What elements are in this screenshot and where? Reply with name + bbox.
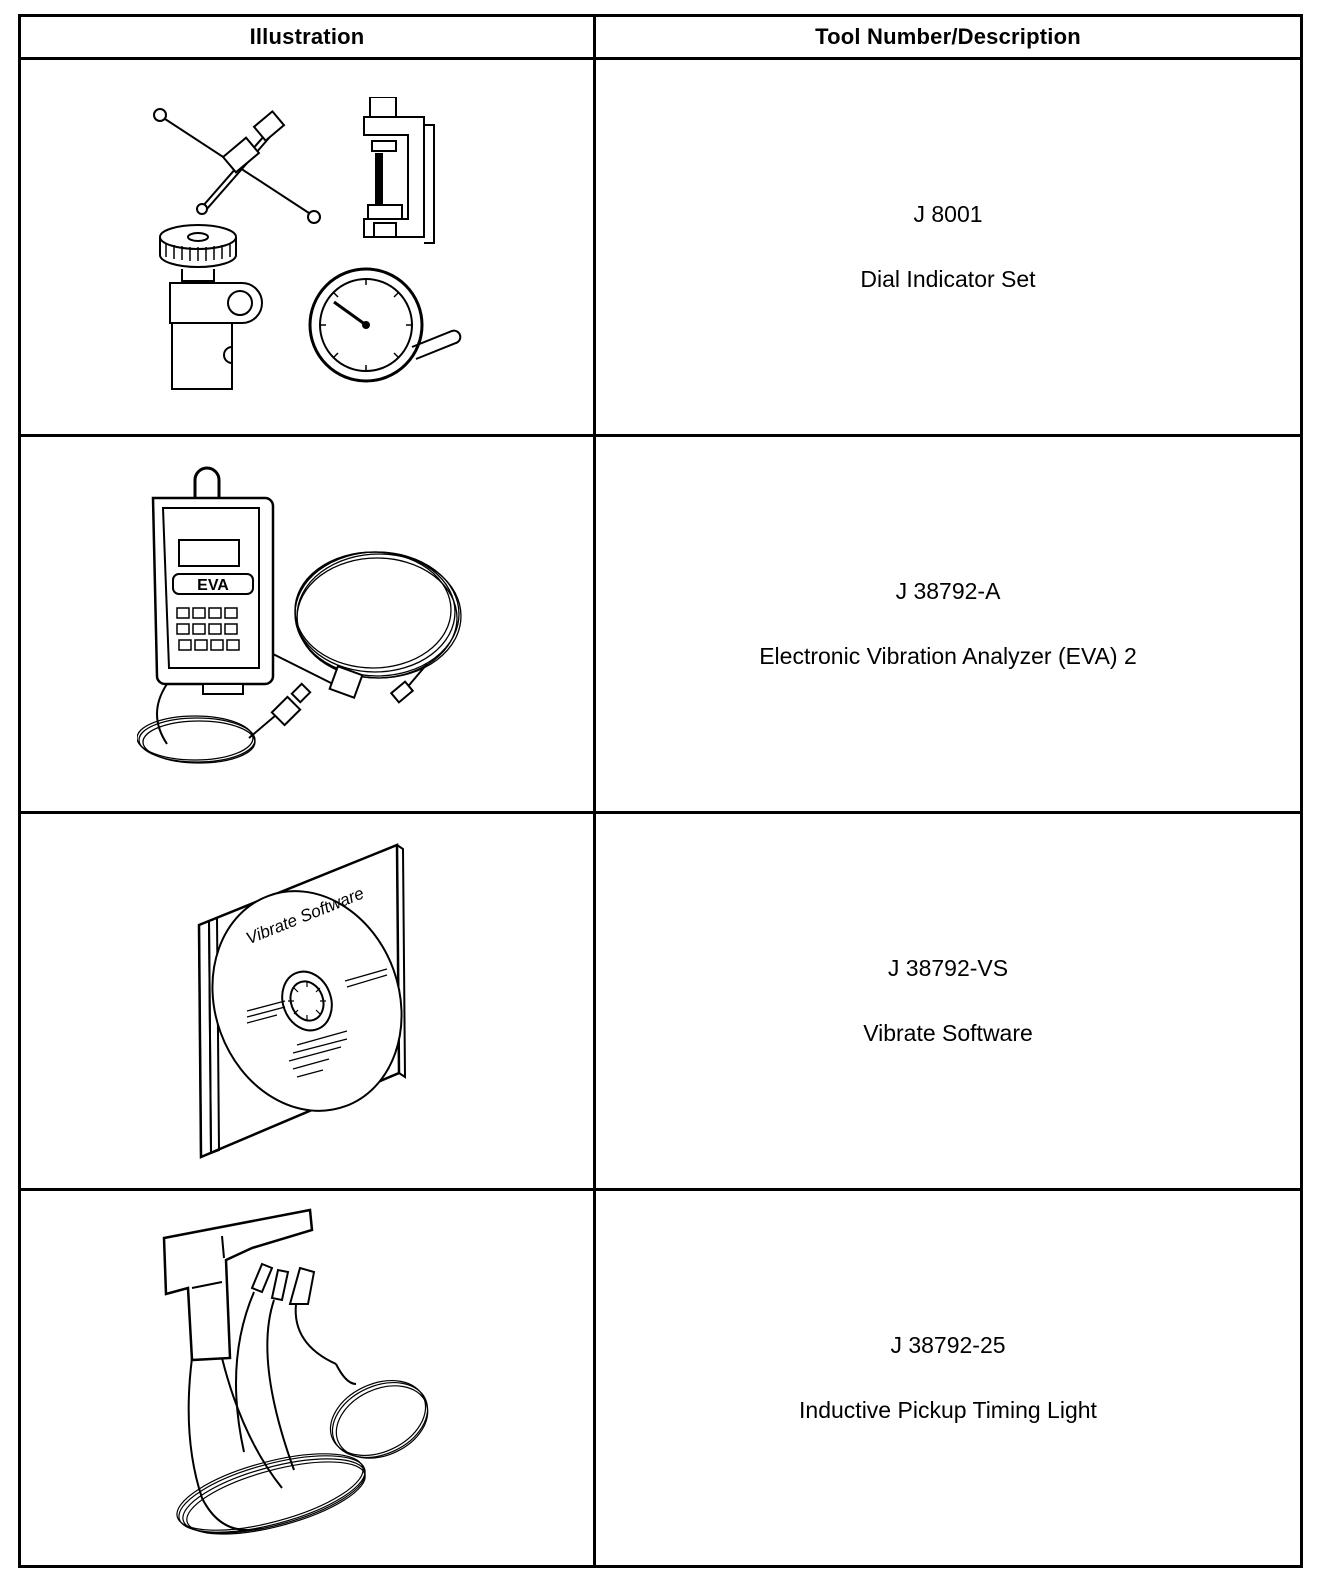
tool-description-cell: J 8001 Dial Indicator Set bbox=[593, 57, 1303, 437]
tool-number: J 38792-A bbox=[895, 578, 1001, 604]
header-tool-number-description: Tool Number/Description bbox=[593, 14, 1303, 60]
tool-number: J 8001 bbox=[913, 201, 983, 227]
tool-number: J 38792-25 bbox=[890, 1332, 1006, 1358]
illustration-cell bbox=[18, 57, 596, 437]
table-row: EVA bbox=[18, 434, 1303, 814]
device-brand-label: EVA bbox=[197, 577, 229, 594]
illustration-cell: Vibrate Software bbox=[18, 811, 596, 1191]
timing-light-icon bbox=[162, 1208, 452, 1548]
tool-number: J 38792-VS bbox=[887, 955, 1009, 981]
table-row: Vibrate Software bbox=[18, 811, 1303, 1191]
dial-indicator-set-icon bbox=[142, 97, 472, 397]
header-illustration: Illustration bbox=[18, 14, 596, 60]
tool-description: Vibrate Software bbox=[863, 1020, 1033, 1046]
tool-description-cell: J 38792-A Electronic Vibration Analyzer … bbox=[593, 434, 1303, 814]
tool-description-cell: J 38792-VS Vibrate Software bbox=[593, 811, 1303, 1191]
illustration-cell: EVA bbox=[18, 434, 596, 814]
tool-table: Illustration Tool Number/Description bbox=[18, 14, 1303, 1568]
tool-description-cell: J 38792-25 Inductive Pickup Timing Light bbox=[593, 1188, 1303, 1568]
table-header-row: Illustration Tool Number/Description bbox=[18, 14, 1303, 60]
tool-description: Dial Indicator Set bbox=[860, 266, 1036, 292]
table-row: J 38792-25 Inductive Pickup Timing Light bbox=[18, 1188, 1303, 1568]
illustration-cell bbox=[18, 1188, 596, 1568]
table-row: J 8001 Dial Indicator Set bbox=[18, 57, 1303, 437]
vibration-analyzer-icon: EVA bbox=[137, 464, 477, 784]
software-cd-icon: Vibrate Software bbox=[197, 841, 417, 1161]
tool-description: Electronic Vibration Analyzer (EVA) 2 bbox=[759, 643, 1137, 669]
tool-description: Inductive Pickup Timing Light bbox=[799, 1397, 1097, 1423]
